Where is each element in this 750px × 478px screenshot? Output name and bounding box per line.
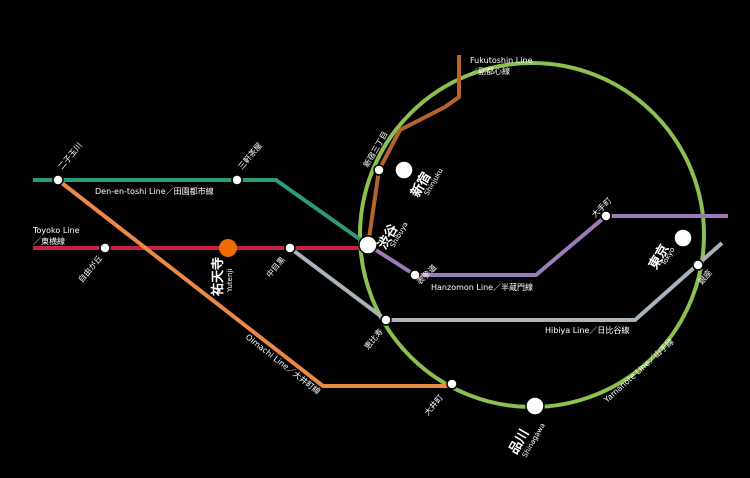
denentoshi-label: Den-en-toshi Line／田園都市線 (95, 186, 214, 196)
station-sangenjaya[interactable] (231, 174, 243, 186)
toyoko-label-en: Toyoko Line (32, 226, 80, 235)
station-ebisu[interactable] (380, 314, 392, 326)
station-tokyo[interactable] (673, 228, 693, 248)
station-futako-tamagawa[interactable] (52, 174, 64, 186)
toyoko-label-ja: ／東横線 (33, 236, 65, 246)
station-jiyugaoka[interactable] (99, 242, 111, 254)
station-yutenji-highlight[interactable] (219, 239, 237, 257)
denentoshi-line (33, 178, 370, 247)
hanzomon-line (366, 214, 728, 277)
fukutoshin-line (366, 55, 461, 246)
station-shinjuku-sanchome[interactable] (373, 164, 385, 176)
station-shinagawa[interactable] (525, 396, 545, 416)
label-yutenji-en: Yutenji (226, 269, 234, 293)
station-nakameguro[interactable] (284, 242, 296, 254)
hanzomon-label: Hanzomon Line／半蔵門線 (431, 282, 533, 292)
label-yutenji-ja: 祐天寺 (210, 257, 226, 296)
oimachi-line (56, 178, 452, 388)
station-otemachi[interactable] (600, 210, 612, 222)
station-shibuya[interactable] (358, 235, 378, 255)
station-omotesando[interactable] (409, 269, 421, 281)
hibiya-line (288, 241, 724, 322)
hibiya-label: Hibiya Line／日比谷線 (545, 325, 629, 335)
fukutoshin-label-en: Fukutoshin Line (470, 56, 533, 65)
fukutoshin-label-ja: ／副都心線 (470, 66, 510, 76)
station-shinjuku[interactable] (394, 160, 414, 180)
station-oimachi[interactable] (446, 378, 458, 390)
station-ginza[interactable] (692, 259, 704, 271)
